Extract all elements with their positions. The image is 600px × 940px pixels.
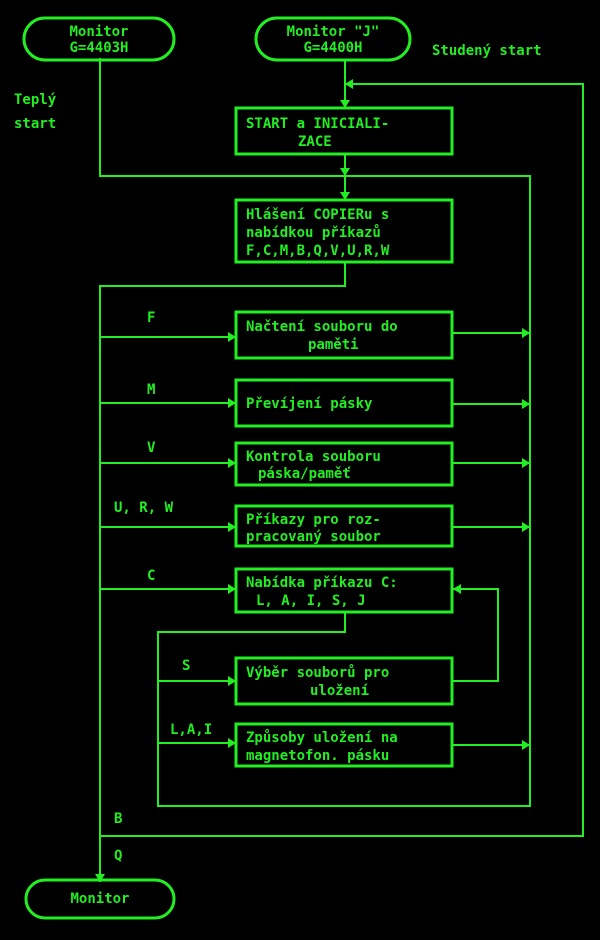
arrowheads bbox=[95, 79, 530, 882]
terminal-monitor-end: Monitor bbox=[24, 878, 176, 920]
arrow-out-urw bbox=[522, 522, 530, 532]
branch-label-urw: U, R, W bbox=[114, 500, 174, 516]
terminal-line-1: Monitor bbox=[69, 24, 128, 40]
box-line-2: uložení bbox=[310, 683, 369, 699]
arrow-to-start bbox=[340, 100, 350, 108]
terminal-line-2: G=4400H bbox=[303, 40, 362, 56]
box-line-2: páska/paměť bbox=[258, 466, 351, 482]
box-start: START a INICIALI- ZACE bbox=[234, 106, 454, 156]
box-line-2: pracovaný soubor bbox=[246, 529, 381, 545]
box-line-2: magnetofon. pásku bbox=[246, 748, 389, 764]
branch-label-s: S bbox=[182, 658, 190, 674]
branch-label-v: V bbox=[147, 440, 156, 456]
b-loop-line bbox=[100, 83, 584, 837]
box-line-1: Způsoby uložení na bbox=[246, 729, 398, 746]
box-s: Výběr souborů pro uložení bbox=[234, 656, 454, 706]
branch-label-c: C bbox=[147, 568, 155, 584]
return-trunk-line bbox=[157, 175, 531, 807]
box-line-1: Hlášení COPIERu s bbox=[246, 207, 389, 223]
arrow-s-to-c bbox=[453, 584, 461, 594]
warm-start-line bbox=[99, 58, 345, 177]
box-line-1: Nabídka příkazu C: bbox=[246, 575, 398, 591]
box-line-2: nabídkou příkazů bbox=[246, 224, 381, 241]
box-line-1: Příkazy pro roz- bbox=[246, 512, 381, 528]
box-lai: Způsoby uložení na magnetofon. pásku bbox=[234, 722, 454, 768]
box-shape bbox=[234, 567, 454, 614]
connectors bbox=[99, 58, 584, 882]
terminal-label: Monitor bbox=[70, 891, 129, 907]
box-menu: Hlášení COPIERu s nabídkou příkazů F,C,M… bbox=[234, 198, 454, 264]
terminal-monitor-j: Monitor "J" G=4400H bbox=[254, 16, 412, 62]
arrow-out-lai bbox=[522, 740, 530, 750]
box-shape bbox=[234, 656, 454, 706]
box-line-1: Načtení souboru do bbox=[246, 319, 398, 335]
arrow-to-menu bbox=[340, 192, 350, 200]
branch-label-f: F bbox=[147, 310, 155, 326]
arrow-to-m bbox=[228, 398, 236, 408]
branch-label-b: B bbox=[114, 811, 122, 827]
arrow-to-f bbox=[228, 332, 236, 342]
box-f: Načtení souboru do paměti bbox=[234, 310, 454, 360]
terminal-monitor-g4403: Monitor G=4403H bbox=[22, 16, 176, 62]
arrow-out-m bbox=[522, 399, 530, 409]
box-v: Kontrola souboru páska/paměť bbox=[234, 441, 454, 487]
box-shape bbox=[234, 722, 454, 768]
box-line-1: Výběr souborů pro bbox=[246, 664, 389, 681]
terminal-line-2: G=4403H bbox=[69, 40, 128, 56]
main-trunk-line bbox=[99, 262, 346, 882]
arrow-to-v bbox=[228, 458, 236, 468]
arrow-warm-junction bbox=[340, 168, 350, 176]
box-line-3: F,C,M,B,Q,V,U,R,W bbox=[246, 243, 390, 259]
warm-start-label-2: start bbox=[14, 116, 56, 132]
branch-label-q: Q bbox=[114, 848, 122, 864]
cold-start-label: Studený start bbox=[432, 43, 542, 59]
box-shape bbox=[234, 441, 454, 487]
warm-start-label-1: Teplý bbox=[14, 92, 57, 108]
branch-label-m: M bbox=[147, 382, 155, 398]
box-line-2: L, A, I, S, J bbox=[256, 593, 366, 609]
box-c: Nabídka příkazu C: L, A, I, S, J bbox=[234, 567, 454, 614]
box-line-1: START a INICIALI- bbox=[246, 116, 389, 132]
box-line-2: paměti bbox=[308, 337, 359, 353]
box-shape bbox=[234, 504, 454, 548]
terminal-shape bbox=[24, 878, 176, 920]
arrow-b-top bbox=[345, 79, 353, 89]
box-line-1: Kontrola souboru bbox=[246, 449, 381, 465]
terminal-shape bbox=[22, 16, 176, 62]
box-m: Převíjení pásky bbox=[234, 378, 454, 428]
s-return-line bbox=[453, 588, 499, 682]
box-shape bbox=[234, 198, 454, 264]
box-shape bbox=[234, 310, 454, 360]
arrow-to-monitor bbox=[95, 874, 105, 882]
box-line-1: Převíjení pásky bbox=[246, 396, 373, 412]
arrow-to-c bbox=[228, 584, 236, 594]
terminal-shape bbox=[254, 16, 412, 62]
terminal-line-1: Monitor "J" bbox=[287, 24, 380, 40]
branch-label-lai: L,A,I bbox=[170, 722, 212, 738]
arrow-out-f bbox=[522, 328, 530, 338]
arrow-out-v bbox=[522, 458, 530, 468]
arrow-to-urw bbox=[228, 522, 236, 532]
box-line-2: ZACE bbox=[298, 134, 332, 150]
box-shape bbox=[234, 378, 454, 428]
box-shape bbox=[234, 106, 454, 156]
arrow-to-s bbox=[228, 676, 236, 686]
arrow-to-lai bbox=[228, 738, 236, 748]
box-urw: Příkazy pro roz- pracovaný soubor bbox=[234, 504, 454, 548]
